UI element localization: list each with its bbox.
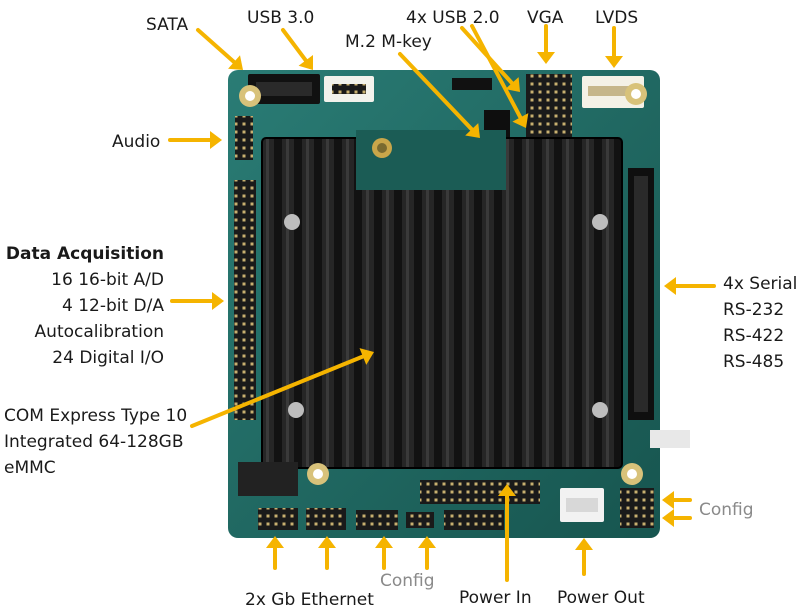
- serial-line: RS-232: [723, 300, 785, 320]
- label-usb2: 4x USB 2.0: [406, 8, 500, 28]
- screw: [284, 214, 300, 230]
- arrow-serial: [664, 277, 716, 295]
- daq-header: [234, 180, 256, 420]
- right-card-edge: [650, 430, 690, 448]
- screw: [592, 402, 608, 418]
- label-com-express: COM Express Type 10 Integrated 64-128GB …: [4, 403, 187, 481]
- arrow-com-express: [190, 348, 374, 428]
- daq-title: Data Acquisition: [5, 244, 164, 264]
- daq-line: 24 Digital I/O: [52, 348, 164, 368]
- config-jumper: [406, 512, 434, 528]
- serial-line: 4x Serial: [723, 274, 798, 294]
- arrow-daq: [170, 292, 224, 310]
- screw: [288, 402, 304, 418]
- arrow-m2: [398, 52, 480, 138]
- arrow-config-r2: [662, 509, 692, 527]
- arrow-vga: [537, 24, 555, 64]
- label-m2: M.2 M-key: [345, 32, 432, 52]
- com-line: COM Express Type 10: [4, 406, 188, 426]
- heatsink: [262, 138, 622, 468]
- screw: [592, 214, 608, 230]
- daq-line: 4 12-bit D/A: [61, 296, 164, 316]
- power-in-header: [420, 480, 540, 504]
- com-line: eMMC: [4, 458, 56, 478]
- serial-line: RS-485: [723, 352, 785, 372]
- arrow-sata: [196, 28, 243, 70]
- daq-line: Autocalibration: [34, 322, 164, 342]
- ethernet-magnetics: [238, 462, 298, 496]
- arrow-usb2-b: [470, 24, 529, 128]
- arrow-ethernet-2: [318, 536, 336, 570]
- config-header: [356, 510, 398, 530]
- audio-header: [235, 116, 253, 160]
- arrow-usb3: [281, 28, 313, 70]
- usb2-header: [526, 74, 572, 146]
- arrow-ethernet-1: [266, 536, 284, 570]
- label-vga: VGA: [527, 8, 564, 28]
- label-data-acquisition: Data Acquisition 16 16-bit A/D 4 12-bit …: [0, 241, 164, 371]
- label-audio: Audio: [112, 132, 161, 152]
- label-config-bottom: Config: [380, 571, 435, 591]
- label-power-out: Power Out: [557, 588, 645, 608]
- serial-line: RS-422: [723, 326, 785, 346]
- label-sata: SATA: [146, 15, 189, 35]
- com-line: Integrated 64-128GB: [4, 432, 184, 452]
- label-power-in: Power In: [459, 588, 532, 608]
- arrow-power-in: [498, 484, 516, 582]
- label-ethernet: 2x Gb Ethernet: [245, 590, 374, 610]
- arrow-config-b1: [375, 536, 393, 570]
- ethernet-header: [306, 508, 346, 530]
- config-header-right: [620, 488, 654, 528]
- arrow-power-out: [575, 538, 593, 576]
- label-usb3: USB 3.0: [247, 8, 315, 28]
- label-serial: 4x Serial RS-232 RS-422 RS-485: [723, 271, 797, 375]
- ethernet-header: [258, 508, 298, 530]
- arrow-config-b2: [418, 536, 436, 570]
- label-config-right: Config: [699, 500, 754, 520]
- arrow-lvds: [605, 26, 623, 68]
- arrow-config-r1: [662, 491, 692, 509]
- daq-line: 16 16-bit A/D: [51, 270, 164, 290]
- arrow-audio: [168, 131, 222, 149]
- label-lvds: LVDS: [595, 8, 639, 28]
